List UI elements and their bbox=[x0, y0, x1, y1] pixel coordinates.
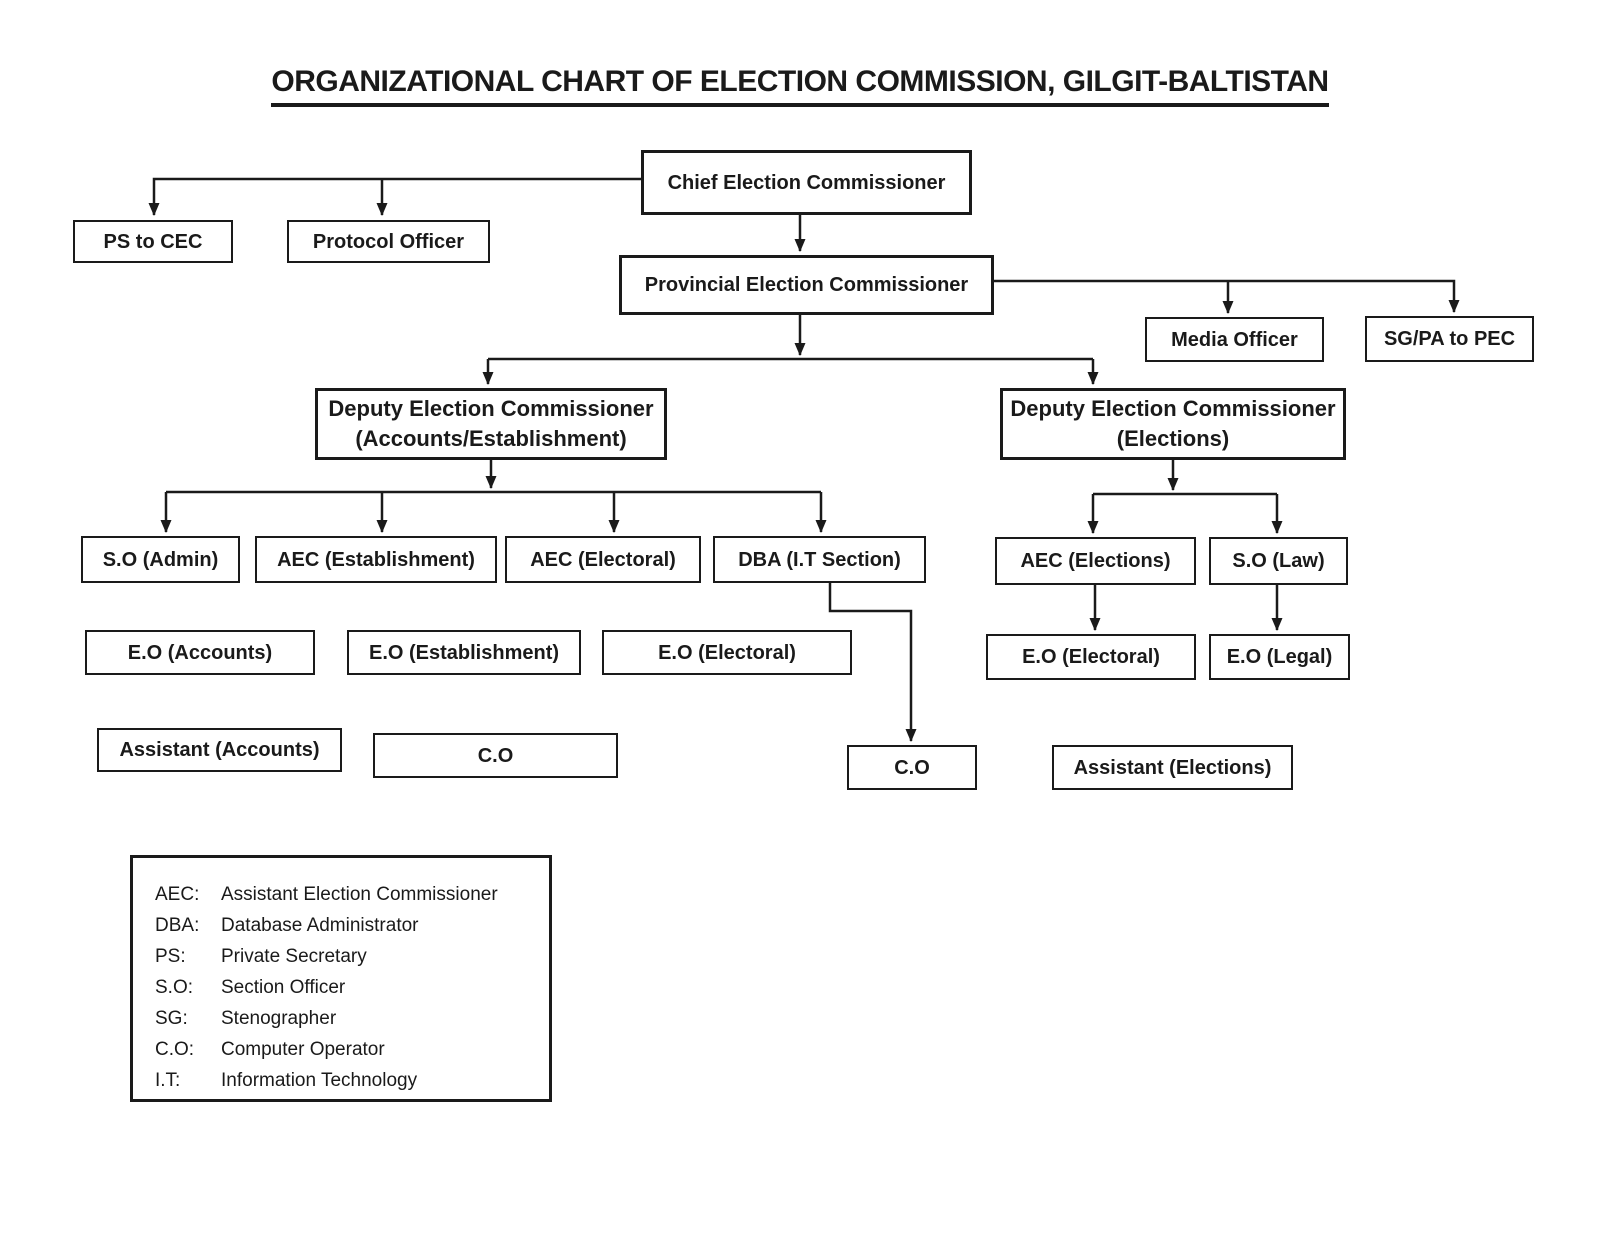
legend-meaning: Information Technology bbox=[221, 1070, 418, 1091]
legend-item: I.T: Information Technology bbox=[155, 1065, 549, 1096]
legend-item: DBA: Database Administrator bbox=[155, 910, 549, 941]
legend-abbr: DBA: bbox=[155, 915, 200, 936]
node-deputy-election-commissioner-accounts: Deputy Election Commissioner (Accounts/E… bbox=[315, 388, 667, 460]
page-title: ORGANIZATIONAL CHART OF ELECTION COMMISS… bbox=[0, 62, 1600, 107]
legend-abbr: AEC: bbox=[155, 884, 200, 905]
legend-meaning: Assistant Election Commissioner bbox=[221, 884, 498, 905]
legend-abbr: PS: bbox=[155, 946, 186, 967]
legend-meaning: Section Officer bbox=[221, 977, 346, 998]
node-media-officer: Media Officer bbox=[1145, 317, 1324, 362]
node-deputy-election-commissioner-elections: Deputy Election Commissioner (Elections) bbox=[1000, 388, 1346, 460]
page-title-text: ORGANIZATIONAL CHART OF ELECTION COMMISS… bbox=[271, 65, 1329, 107]
node-dba-it-section: DBA (I.T Section) bbox=[713, 536, 926, 583]
legend-abbr: S.O: bbox=[155, 977, 194, 998]
legend-item: S.O: Section Officer bbox=[155, 972, 549, 1003]
legend-meaning: Private Secretary bbox=[221, 946, 367, 967]
node-protocol-officer: Protocol Officer bbox=[287, 220, 490, 263]
node-ps-to-cec: PS to CEC bbox=[73, 220, 233, 263]
node-aec-electoral: AEC (Electoral) bbox=[505, 536, 701, 583]
node-aec-establishment: AEC (Establishment) bbox=[255, 536, 497, 583]
node-assistant-elections: Assistant (Elections) bbox=[1052, 745, 1293, 790]
node-chief-election-commissioner: Chief Election Commissioner bbox=[641, 150, 972, 215]
legend-item: PS: Private Secretary bbox=[155, 941, 549, 972]
legend-meaning: Computer Operator bbox=[221, 1039, 385, 1060]
node-eo-establishment: E.O (Establishment) bbox=[347, 630, 581, 675]
node-eo-electoral-right: E.O (Electoral) bbox=[986, 634, 1196, 680]
legend-item: SG: Stenographer bbox=[155, 1003, 549, 1034]
node-aec-elections: AEC (Elections) bbox=[995, 537, 1196, 585]
legend-box: AEC: Assistant Election Commissioner DBA… bbox=[130, 855, 552, 1102]
legend-abbr: C.O: bbox=[155, 1039, 195, 1060]
node-label-line1: Deputy Election Commissioner bbox=[328, 396, 654, 422]
node-so-admin: S.O (Admin) bbox=[81, 536, 240, 583]
legend-abbr: I.T: bbox=[155, 1070, 181, 1091]
legend-abbr: SG: bbox=[155, 1008, 188, 1029]
legend-item: C.O: Computer Operator bbox=[155, 1034, 549, 1065]
node-label-line1: Deputy Election Commissioner bbox=[1010, 396, 1336, 422]
node-label-line2: (Elections) bbox=[1116, 426, 1230, 451]
legend-meaning: Database Administrator bbox=[221, 915, 419, 936]
node-eo-accounts: E.O (Accounts) bbox=[85, 630, 315, 675]
node-provincial-election-commissioner: Provincial Election Commissioner bbox=[619, 255, 994, 315]
node-eo-electoral-left: E.O (Electoral) bbox=[602, 630, 852, 675]
legend-meaning: Stenographer bbox=[221, 1008, 337, 1029]
node-so-law: S.O (Law) bbox=[1209, 537, 1348, 585]
node-assistant-accounts: Assistant (Accounts) bbox=[97, 728, 342, 772]
node-label-line2: (Accounts/Establishment) bbox=[355, 426, 627, 451]
node-co-left: C.O bbox=[373, 733, 618, 778]
node-co-right: C.O bbox=[847, 745, 977, 790]
legend-item: AEC: Assistant Election Commissioner bbox=[155, 879, 549, 910]
node-eo-legal: E.O (Legal) bbox=[1209, 634, 1350, 680]
node-sg-pa-to-pec: SG/PA to PEC bbox=[1365, 316, 1534, 362]
